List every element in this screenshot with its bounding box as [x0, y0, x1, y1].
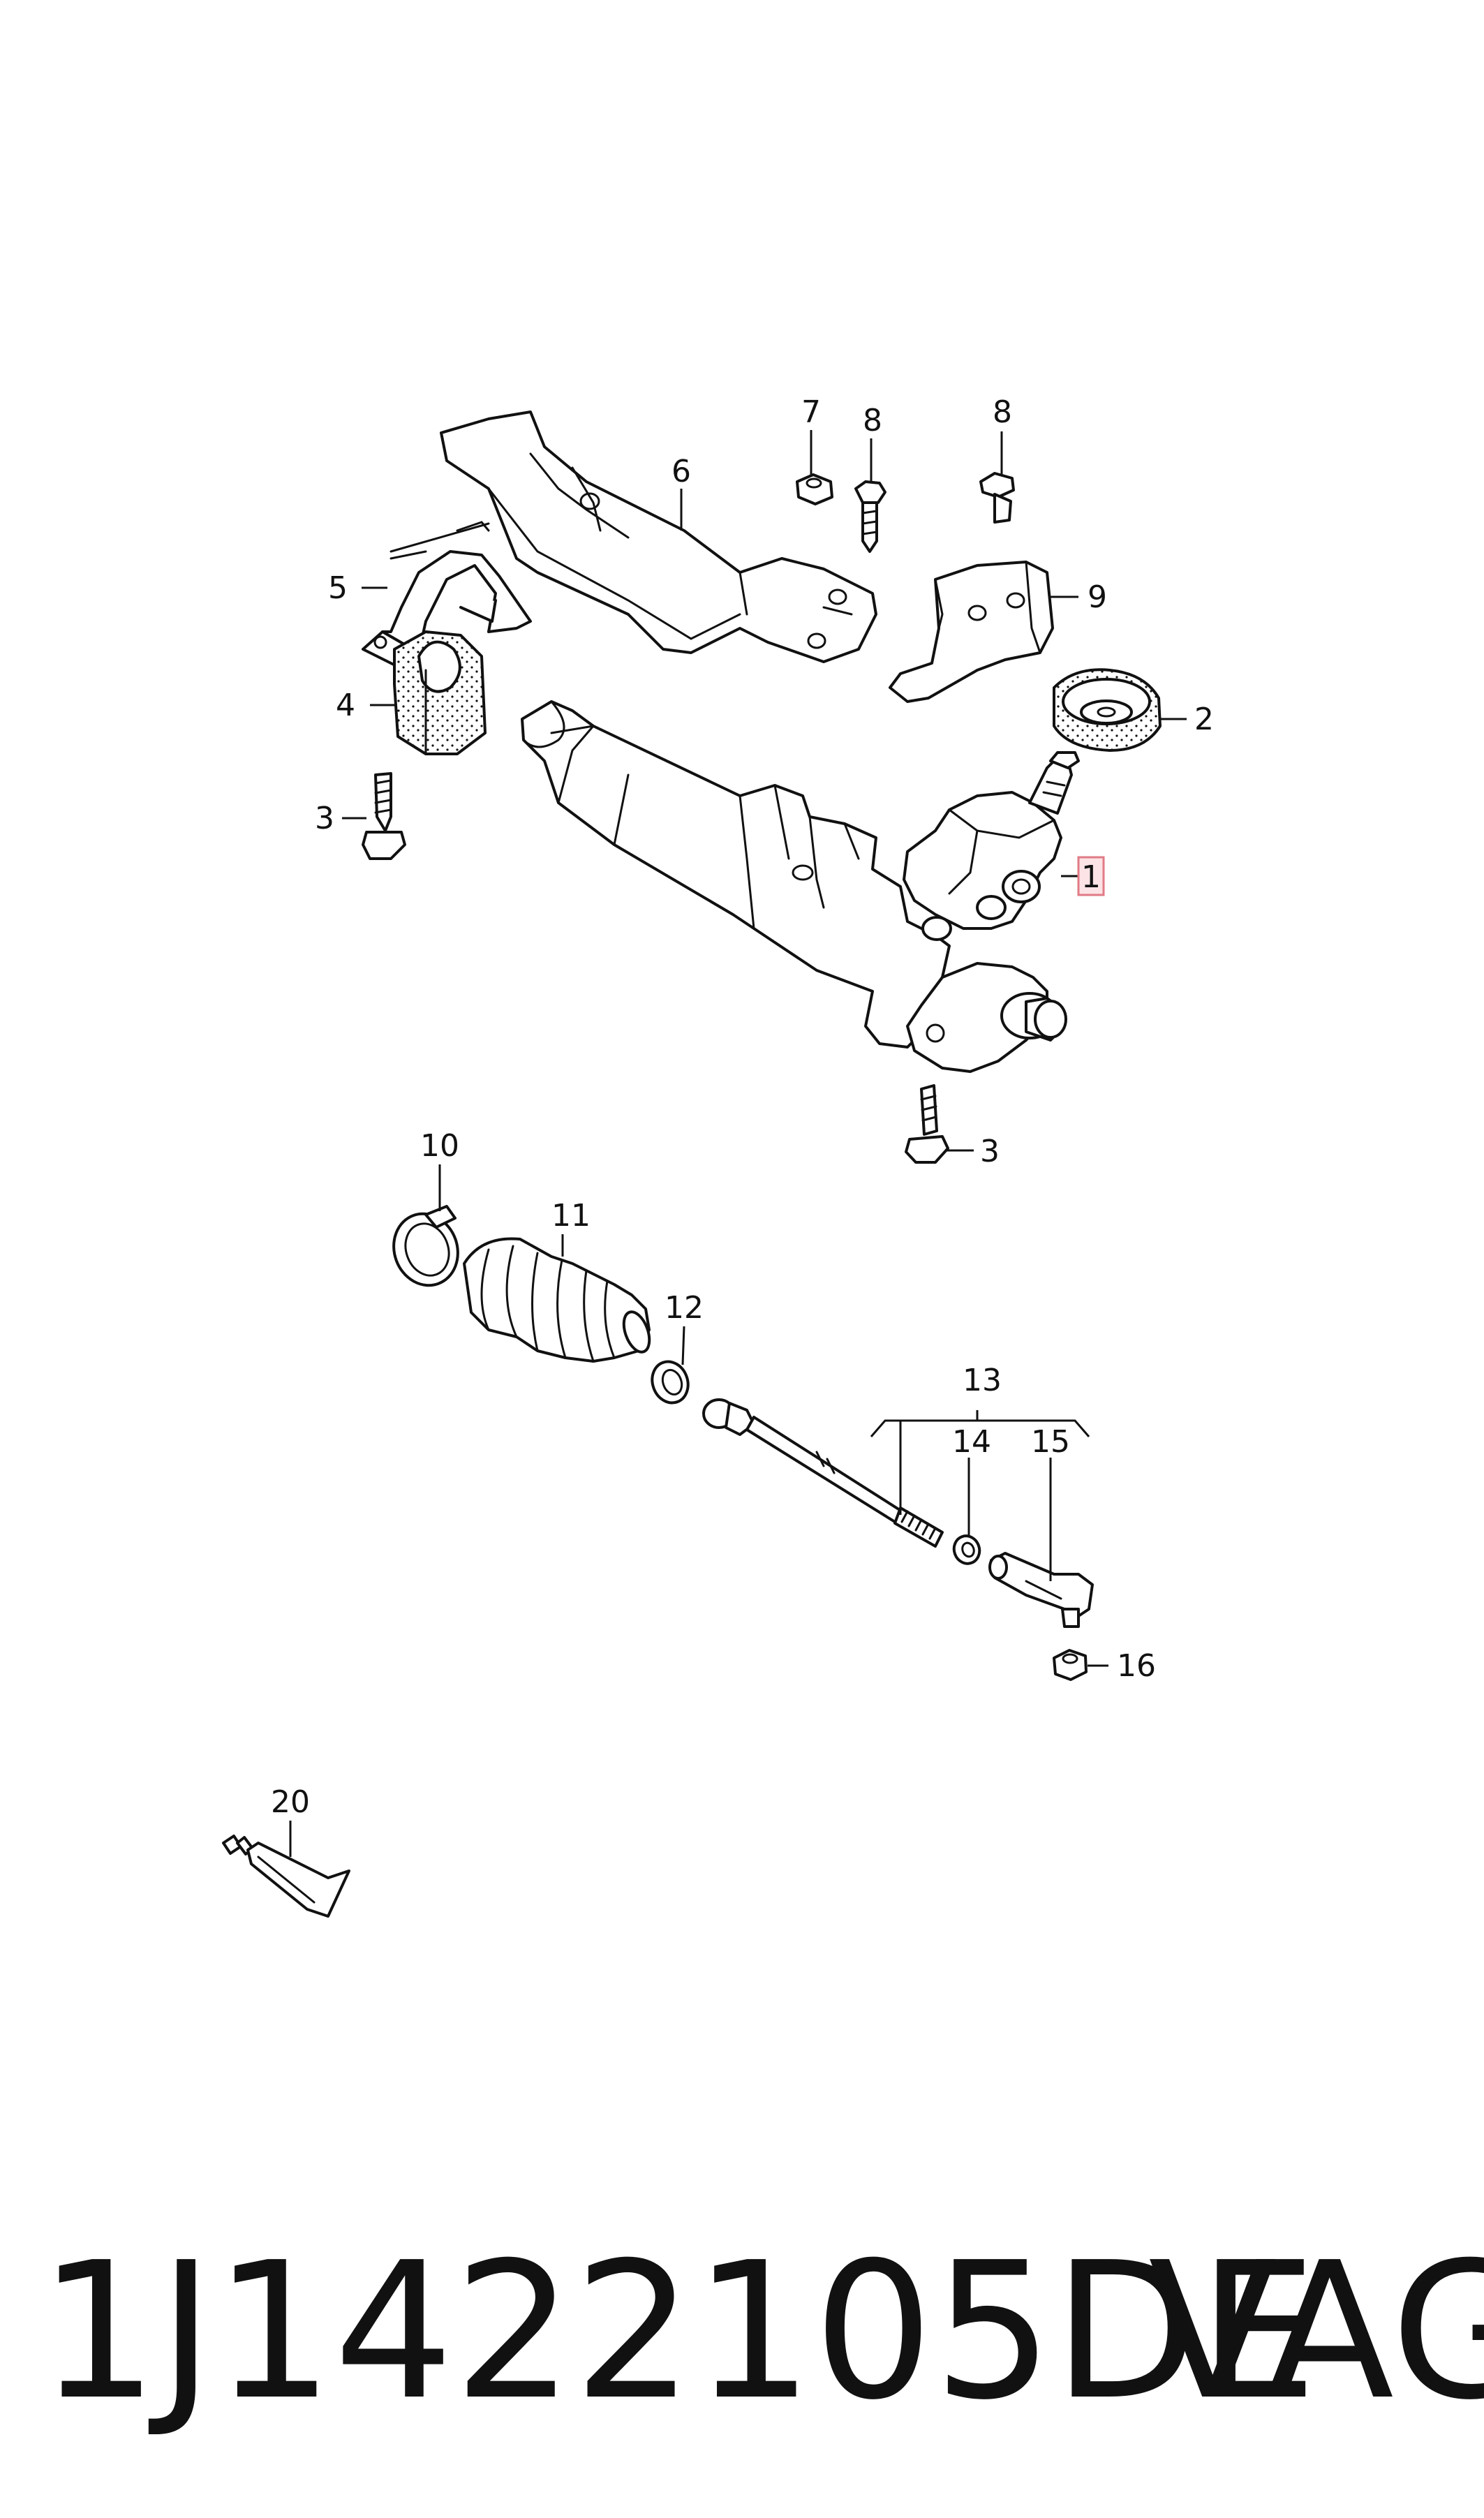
callout-3-upper: 3: [315, 801, 334, 836]
callout-11: 11: [551, 1198, 591, 1234]
bolt-part-8-right: [979, 472, 1015, 524]
subframe-bracket-part-6: [440, 410, 877, 663]
leader-lines: [289, 430, 1187, 1857]
grease-tube-part-20: [222, 1835, 350, 1918]
callout-1: 1: [1081, 859, 1101, 895]
bush-pad-part-2: [1053, 668, 1162, 752]
tie-rod-end-part-15: [988, 1552, 1094, 1628]
part-number: 1J1422105DE: [38, 2221, 1318, 2441]
callout-12: 12: [665, 1290, 704, 1326]
callout-labels: 1 2 3 3 4 5 6 7 8 8 9 10 11 12 13 14 15 …: [271, 394, 1214, 1820]
clip-part-12: [651, 1360, 690, 1405]
callout-4: 4: [336, 688, 355, 723]
callout-16: 16: [1117, 1648, 1156, 1684]
callout-9: 9: [1088, 579, 1107, 615]
callout-15: 15: [1031, 1424, 1070, 1460]
tie-rod-part-13: [702, 1398, 944, 1548]
bolt-part-3-lower: [905, 1084, 949, 1164]
nut-part-14: [952, 1534, 981, 1565]
callout-1-highlight-box: [1077, 856, 1105, 896]
callout-8-right: 8: [993, 394, 1012, 430]
callout-14: 14: [952, 1424, 991, 1460]
bolt-part-8-left: [854, 480, 886, 553]
nut-part-7: [796, 473, 833, 505]
heat-shield-part-9: [889, 561, 1054, 703]
callout-7: 7: [801, 394, 821, 430]
part-number-caption: 1J1422105DE VAG: [38, 2221, 1484, 2441]
callout-20: 20: [271, 1784, 310, 1820]
callout-8-left: 8: [863, 403, 882, 438]
boot-part-11: [463, 1237, 651, 1363]
callout-2: 2: [1194, 702, 1214, 737]
brand-name: VAG: [1148, 2221, 1484, 2441]
bolt-part-3-upper: [362, 772, 406, 860]
clamp-part-5: [362, 521, 532, 668]
rubber-bush-part-4: [393, 630, 487, 755]
callout-5: 5: [328, 570, 348, 606]
callout-6: 6: [671, 454, 691, 489]
clamp-ring-part-10: [392, 1205, 459, 1287]
nut-part-16: [1053, 1649, 1088, 1681]
callout-10: 10: [420, 1128, 459, 1164]
steering-rack-part-1: [521, 700, 1080, 1073]
callout-13: 13: [963, 1363, 1002, 1398]
callout-3-lower: 3: [980, 1134, 1000, 1169]
